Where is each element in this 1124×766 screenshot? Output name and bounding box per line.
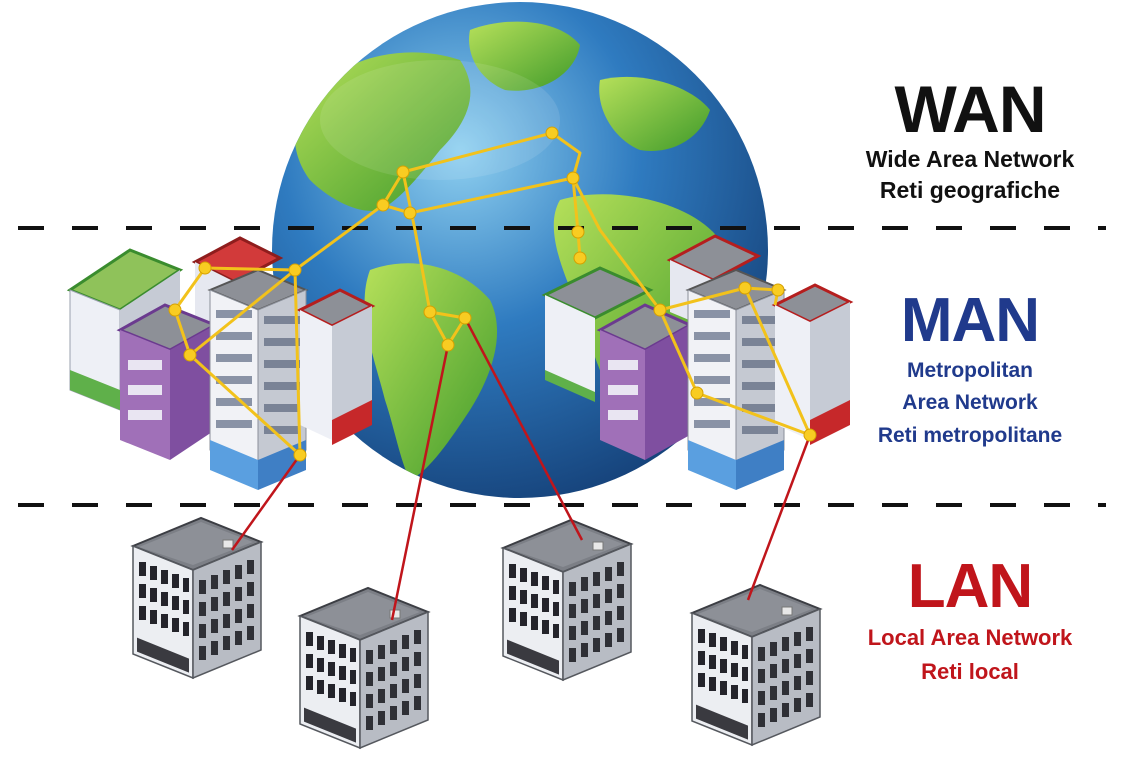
office-building-icon: [132, 517, 262, 679]
lan-subtitle-line2: Reti local: [921, 658, 1019, 684]
wan-subtitle-line2: Reti geografiche: [879, 177, 1061, 204]
man-label-block: MAN Metropolitan Area Network Reti metro…: [820, 290, 1120, 449]
lan-links: [230, 317, 812, 621]
office-building-icon: [691, 584, 821, 746]
lan-subtitle-line1: Local Area Network: [867, 625, 1073, 650]
wan-subtitle-line1: Wide Area Network: [865, 146, 1075, 172]
lan-label-block: LAN Local Area Network Reti local: [820, 556, 1120, 685]
office-building-icon: [502, 519, 632, 681]
city-cluster-left-icon: [66, 236, 376, 490]
wan-title: WAN: [894, 72, 1047, 146]
man-title: MAN: [900, 286, 1040, 355]
man-subtitle-line1: Metropolitan: [907, 359, 1033, 382]
wan-label-block: WAN Wide Area Network Reti geografiche: [820, 76, 1120, 204]
lan-title: LAN: [907, 552, 1033, 621]
wan-links: [173, 131, 812, 457]
man-subtitle-line2: Area Network: [902, 391, 1038, 415]
office-building-icon: [299, 587, 429, 749]
city-cluster-right-icon: [541, 234, 854, 490]
man-subtitle-line3: Reti metropolitane: [877, 423, 1063, 447]
wan-nodes: [168, 126, 817, 462]
